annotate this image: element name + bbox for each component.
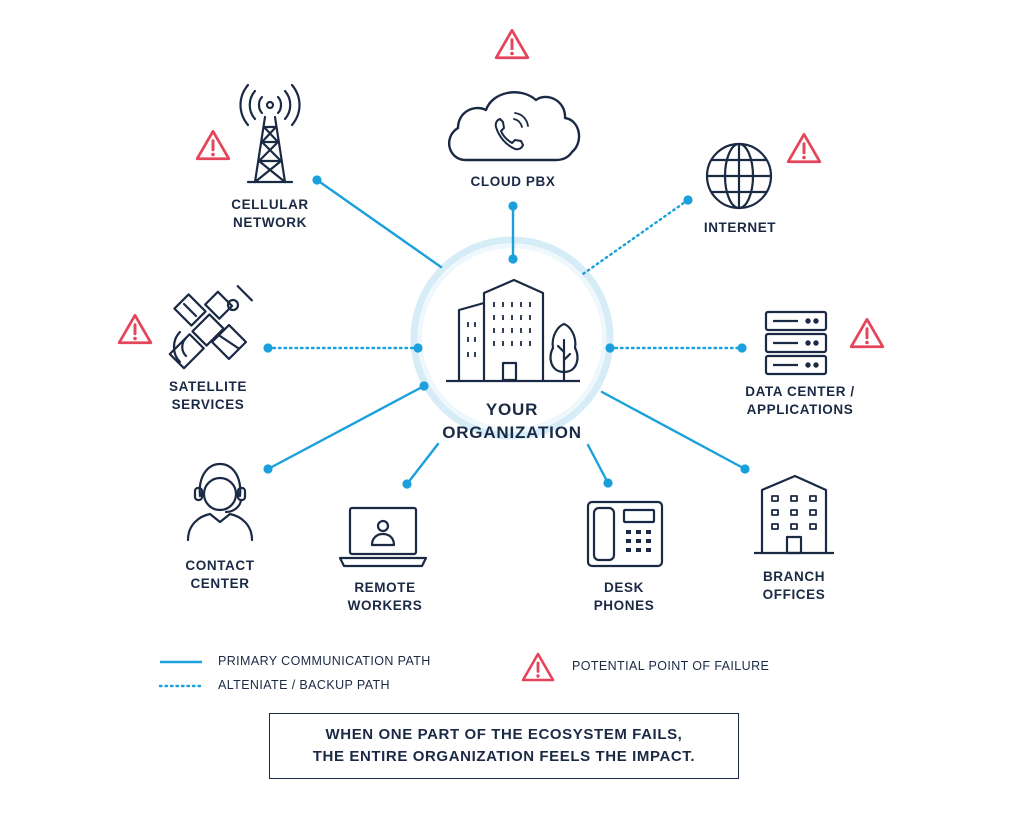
legend-primary-label: PRIMARY COMMUNICATION PATH (218, 654, 431, 668)
cloud-phone-icon (447, 91, 581, 162)
label-data-center: DATA CENTER /APPLICATIONS (745, 384, 855, 417)
warning-triangle-icon (786, 132, 822, 164)
label-cloud-pbx: CLOUD PBX (470, 174, 556, 189)
legend-failure-label: POTENTIAL POINT OF FAILURE (572, 659, 770, 673)
satellite-icon (168, 285, 253, 370)
headset-agent-icon (186, 462, 254, 542)
office-building-icon (754, 474, 834, 555)
cell-tower-icon (239, 83, 301, 184)
legend-backup-label: ALTENIATE / BACKUP PATH (218, 678, 390, 692)
path-remote (405, 442, 440, 486)
tree-icon (549, 322, 579, 383)
warning-triangle-icon (494, 28, 530, 60)
path-cellular (315, 178, 443, 269)
path-branch (600, 390, 747, 471)
building-icon (446, 278, 580, 383)
globe-icon (705, 142, 773, 210)
warning-triangle-icon (117, 313, 153, 345)
path-desk (586, 443, 610, 485)
label-internet: INTERNET (703, 220, 777, 235)
laptop-user-icon (338, 506, 428, 568)
path-contact (266, 384, 426, 471)
path-internet (581, 198, 690, 276)
desk-phone-icon (586, 500, 664, 568)
server-rack-icon (764, 310, 828, 376)
warning-triangle-icon (849, 317, 885, 349)
warning-triangle-icon (195, 129, 231, 161)
impact-callout: WHEN ONE PART OF THE ECOSYSTEM FAILS, TH… (269, 713, 739, 779)
legend-warning-icon (521, 652, 555, 682)
